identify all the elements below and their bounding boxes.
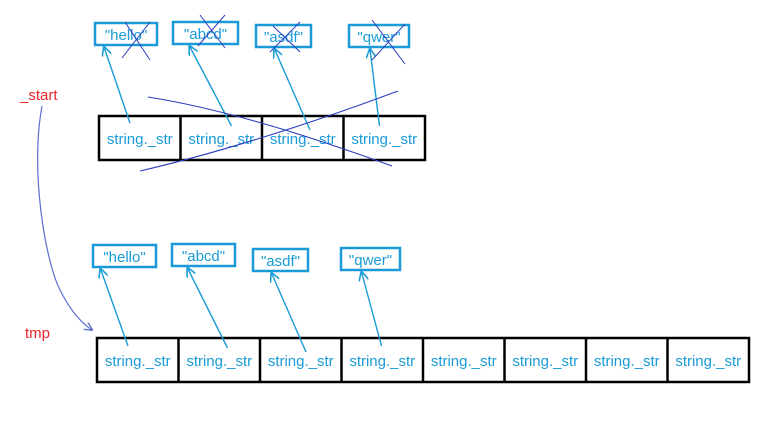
top-array-cross-out [121,14,406,172]
top-cell-label: string._str [270,131,336,148]
bottom-pointer-arrow [272,273,307,353]
top-string-value: "abcd" [184,26,227,43]
bottom-string-box [251,247,310,273]
bottom-string-value: "hello" [103,249,145,266]
bottom-pointer-arrow [188,268,229,349]
bottom-cell-label: string._str [349,353,415,370]
top-pointer-arrow [190,46,233,127]
bottom-array: string._str string._str string._str string.… [91,242,751,384]
bottom-string-value: "asdf" [261,253,300,270]
bottom-cell-label: string._str [512,353,578,370]
start-to-tmp-curve [37,105,92,330]
bottom-string-value: "qwer" [349,252,392,269]
bottom-string-box [170,242,237,268]
bottom-cell-label: string._str [675,353,741,370]
bottom-cell-label: string._str [594,353,660,370]
start-label: _start [19,87,58,104]
top-string-box [347,23,411,49]
top-pointer-arrow [370,49,381,127]
top-string-value: "hello" [105,27,147,44]
bottom-cell-label: string._str [105,353,171,370]
bottom-string-box [339,246,402,272]
bottom-cell-label: string._str [431,353,497,370]
bottom-cell-label: string._str [186,353,252,370]
tmp-label: tmp [25,325,50,342]
top-string-value: "qwer" [357,29,400,46]
top-cell-label: string._str [351,131,417,148]
top-array: string._str string._str string._str string.… [93,20,427,162]
bottom-pointer-arrow [101,269,129,347]
top-string-value: "asdf" [264,29,303,46]
top-cell-label: string._str [188,131,254,148]
bottom-string-box [91,243,158,269]
bottom-pointer-arrow [362,272,383,347]
top-pointer-arrow [275,49,311,131]
bottom-string-value: "abcd" [182,248,225,265]
top-pointer-arrow [104,47,131,124]
top-cell-label: string._str [107,131,173,148]
bottom-cell-label: string._str [268,353,334,370]
